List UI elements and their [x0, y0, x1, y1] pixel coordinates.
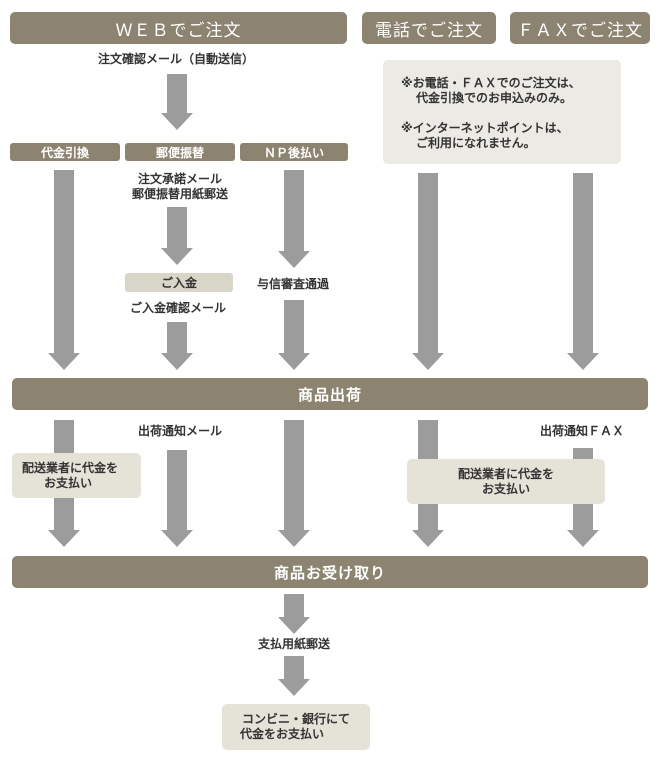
note-line-1: ※お電話・ＦＡＸでのご注文は、 [401, 76, 581, 90]
postal-notice-line-2: 郵便振替用紙郵送 [131, 187, 228, 201]
note-line-3: ※インターネットポイントは、 [401, 121, 569, 135]
arrow-postal-to-receipt [161, 450, 193, 547]
phone-pay-carrier-box: 配送業者に代金を お支払い [407, 459, 605, 504]
phone-fax-note: ※お電話・ＦＡＸでのご注文は、 代金引換でのお申込みのみ。 ※インターネットポイ… [383, 60, 621, 164]
cod-pay-carrier-box: 配送業者に代金を お支払い [12, 453, 141, 498]
payment-chip: ご入金 [125, 273, 233, 292]
note-line-4: ご利用になれません。 [416, 136, 536, 150]
arrow-np-to-credit [278, 170, 310, 268]
cod-pay-line-1: 配送業者に代金を [22, 460, 119, 475]
method-cod: 代金引換 [10, 143, 120, 161]
arrow-confirm-to-methods [161, 74, 193, 130]
arrow-cod-to-shipping [48, 170, 80, 370]
shipping-band: 商品出荷 [12, 378, 648, 410]
header-web-order: ＷＥＢでご注文 [10, 12, 347, 44]
store-pay-box: コンビニ・銀行にて 代金をお支払い [222, 704, 370, 750]
header-phone-order: 電話でご注文 [362, 12, 496, 44]
header-fax-order: ＦＡＸでご注文 [510, 12, 650, 44]
postal-notice-label: 注文承諾メール 郵便振替用紙郵送 [110, 172, 250, 202]
note-line-2: 代金引換でのお申込みのみ。 [416, 91, 573, 105]
form-mail-label: 支払用紙郵送 [257, 637, 330, 651]
payment-confirm-mail-label: ご入金確認メール [129, 301, 226, 315]
method-np-deferred: ＮＰ後払い [240, 143, 348, 161]
arrow-phone-to-shipping [412, 173, 444, 370]
order-confirm-mail-label: 注文確認メール（自動送信） [97, 52, 254, 66]
store-pay-line-1: コンビニ・銀行にて [241, 712, 350, 726]
credit-check-label: 与信審査通過 [256, 277, 329, 291]
arrow-form-to-store [278, 656, 310, 696]
ship-mail-label: 出荷通知メール [137, 424, 222, 438]
phone-pay-line-1: 配送業者に代金を [457, 466, 554, 481]
postal-notice-line-1: 注文承諾メール [137, 172, 222, 186]
arrow-postal-to-payment [161, 207, 193, 265]
arrow-payment-to-shipping [161, 322, 193, 370]
arrow-fax-to-shipping [567, 173, 599, 370]
method-postal-transfer: 郵便振替 [125, 143, 235, 161]
store-pay-line-2: 代金をお支払い [239, 727, 324, 741]
arrow-credit-to-shipping [278, 300, 310, 370]
cod-pay-line-2: お支払い [44, 475, 93, 490]
receipt-band: 商品お受け取り [12, 556, 648, 588]
arrow-np-to-receipt [278, 420, 310, 547]
ship-fax-label: 出荷通知ＦＡＸ [539, 424, 624, 438]
arrow-receipt-to-form [278, 594, 310, 634]
phone-pay-line-2: お支払い [481, 481, 530, 496]
